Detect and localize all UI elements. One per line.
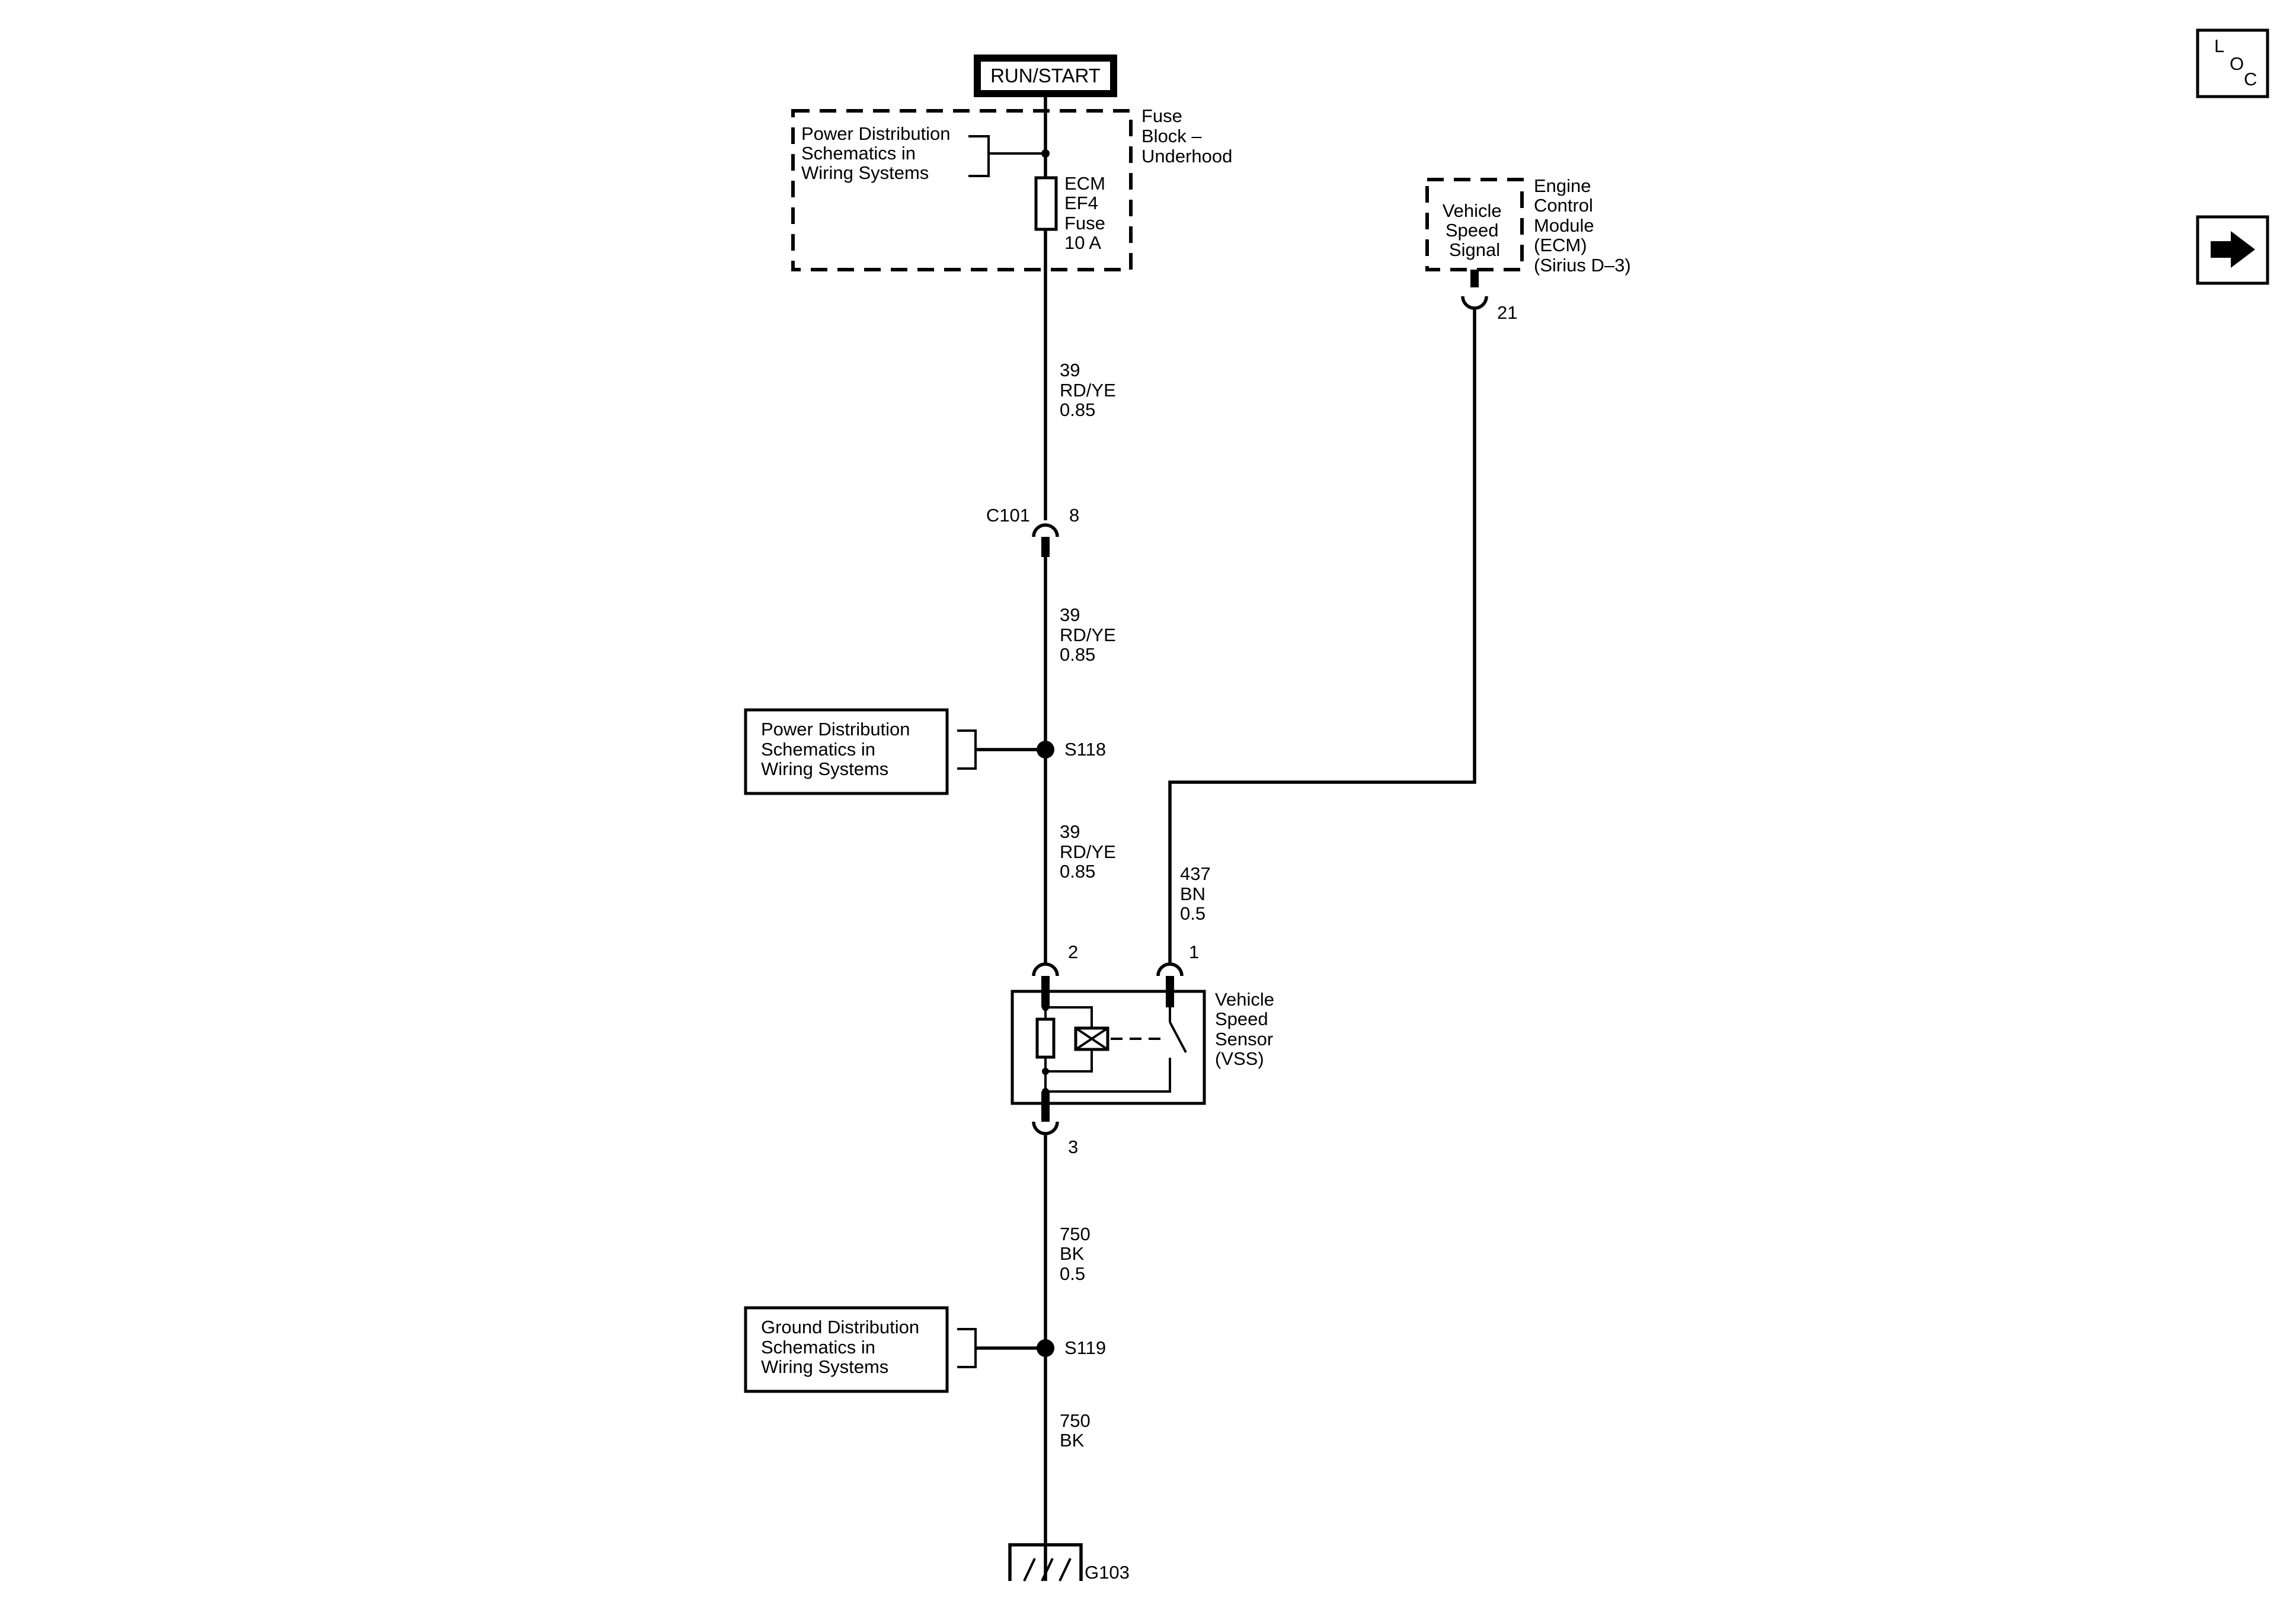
- power-source-label: RUN/START: [990, 65, 1101, 87]
- wire-label-39-upper: 39 RD/YE 0.85: [1060, 360, 1121, 420]
- vss-pin-2: 2: [1068, 942, 1078, 962]
- wire-label-750-lower: 750 BK: [1060, 1410, 1095, 1451]
- fuse-block-reference-bracket: [968, 135, 990, 177]
- wire-label-750-upper: 750 BK 0.5: [1060, 1224, 1095, 1284]
- wire-label-39-middle: 39 RD/YE 0.85: [1060, 604, 1121, 665]
- wire-label-39-lower: 39 RD/YE 0.85: [1060, 821, 1121, 882]
- ecm-ef4-fuse-label: ECM EF4 Fuse 10 A: [1064, 173, 1111, 253]
- splice-s118: Power Distribution Schematics in Wiring …: [744, 708, 1106, 795]
- next-page-button[interactable]: [2196, 215, 2269, 285]
- splice-s119-dot: [1037, 1339, 1054, 1357]
- fuse-block-name: Fuse Block – Underhood: [1141, 105, 1232, 167]
- engine-control-module: Vehicle Speed Signal Engine Control Modu…: [1425, 175, 1631, 323]
- vss-pin-1: 1: [1189, 942, 1199, 962]
- arrow-right-icon: [2211, 231, 2255, 268]
- ecm-outline: [1425, 178, 1524, 271]
- ecm-pin-21: 21: [1497, 302, 1517, 323]
- connector-c101: C101 8: [986, 505, 1079, 557]
- power-source-run-start: RUN/START: [974, 55, 1117, 97]
- ecm-pin-21-terminal: [1461, 296, 1488, 310]
- splice-s119-reference-text: Ground Distribution Schematics in Wiring…: [761, 1317, 925, 1377]
- ground-symbol: [1008, 1543, 1083, 1581]
- loc-button[interactable]: L O C: [2196, 28, 2269, 98]
- wire-label-437: 437 BN 0.5: [1180, 863, 1216, 924]
- splice-s118-reference-box: [744, 708, 949, 795]
- loc-letter-o: O: [2230, 53, 2244, 74]
- splice-s118-reference-text: Power Distribution Schematics in Wiring …: [761, 719, 915, 779]
- connector-c101-pin: 8: [1069, 505, 1079, 526]
- splice-s118-name: S118: [1064, 739, 1106, 760]
- vss-switch: [1169, 1022, 1187, 1053]
- loc-letter-c: C: [2244, 69, 2257, 89]
- loc-letter-l: L: [2214, 36, 2224, 56]
- vss-name: Vehicle Speed Sensor (VSS): [1215, 989, 1280, 1069]
- fuse-block-underhood: Fuse Block – Underhood Power Distributio…: [791, 105, 1232, 271]
- ecm-name: Engine Control Module (ECM) (Sirius D–3): [1534, 175, 1631, 276]
- connector-c101-name: C101: [986, 505, 1030, 526]
- ecm-ef4-fuse: [1034, 176, 1058, 231]
- vehicle-speed-sensor: 2 1 Vehicle Speed Sensor (VSS): [1011, 942, 1280, 1157]
- splice-s119-name: S119: [1064, 1337, 1106, 1358]
- fuse-block-outline: [791, 109, 1133, 271]
- fuse-block-reference-text: Power Distribution Schematics in Wiring …: [801, 123, 955, 183]
- vss-internal-resistor: [1035, 1017, 1056, 1059]
- splice-s119-reference-box: [744, 1306, 949, 1393]
- splice-s119: Ground Distribution Schematics in Wiring…: [744, 1306, 1106, 1393]
- circuit-437-wire: 437 BN 0.5: [1168, 308, 1476, 964]
- ground-g103: G103: [1008, 1543, 1130, 1583]
- vss-pin-3: 3: [1068, 1137, 1078, 1157]
- splice-s118-dot: [1037, 741, 1054, 758]
- ground-g103-name: G103: [1085, 1562, 1130, 1583]
- ecm-vehicle-speed-signal: Vehicle Speed Signal: [1443, 200, 1507, 260]
